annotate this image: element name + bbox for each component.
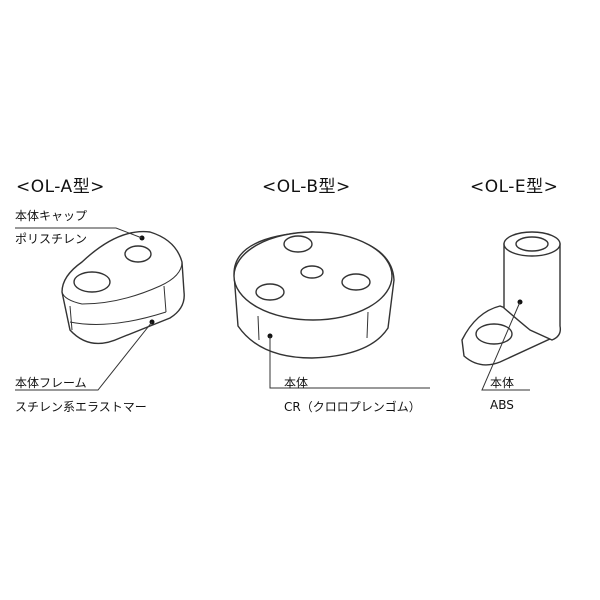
ol-e-body-material: ABS	[490, 398, 514, 412]
ol-a-large-hole	[73, 271, 111, 293]
ol-e-drawing	[461, 231, 562, 391]
ol-a-frame-leader	[15, 321, 153, 391]
ol-a-small-hole	[124, 245, 152, 263]
ol-b-rib-right	[366, 311, 369, 339]
ol-b-hole-left	[255, 283, 285, 301]
ol-a-frame-seam	[69, 311, 167, 325]
ol-a-top-edge	[61, 261, 183, 305]
ol-b-body-label: 本体	[284, 376, 309, 390]
ol-b-title: <OL-B型>	[262, 177, 351, 197]
ol-e-post-bore	[515, 236, 549, 252]
ol-e-body-label: 本体	[490, 376, 515, 390]
ol-b-body-material: CR（クロロプレンゴム）	[284, 400, 421, 414]
ol-a-rib-right	[163, 285, 167, 313]
ol-e-post	[503, 243, 562, 341]
ol-b-drawing	[233, 231, 430, 389]
ol-b-hole-center	[300, 265, 324, 279]
ol-b-leader	[269, 336, 430, 389]
ol-a-rib-left	[69, 305, 73, 331]
ol-b-hole-top	[283, 235, 313, 253]
ol-a-cap-material: ポリスチレン	[15, 232, 88, 246]
ol-a-cap-label: 本体キャップ	[15, 209, 88, 223]
ol-a-drawing	[15, 227, 185, 391]
ol-e-title: <OL-E型>	[470, 177, 559, 197]
ol-a-frame-material: スチレン系エラストマー	[15, 400, 147, 414]
ol-e-leader	[481, 301, 530, 391]
ol-b-hole-right	[341, 273, 371, 291]
ol-a-cap-leader	[15, 227, 143, 239]
ol-a-title: <OL-A型>	[16, 177, 105, 197]
ol-a-frame-label: 本体フレーム	[15, 376, 87, 390]
ol-e-flange-hole	[475, 323, 513, 345]
ol-b-rib-left	[257, 315, 260, 341]
